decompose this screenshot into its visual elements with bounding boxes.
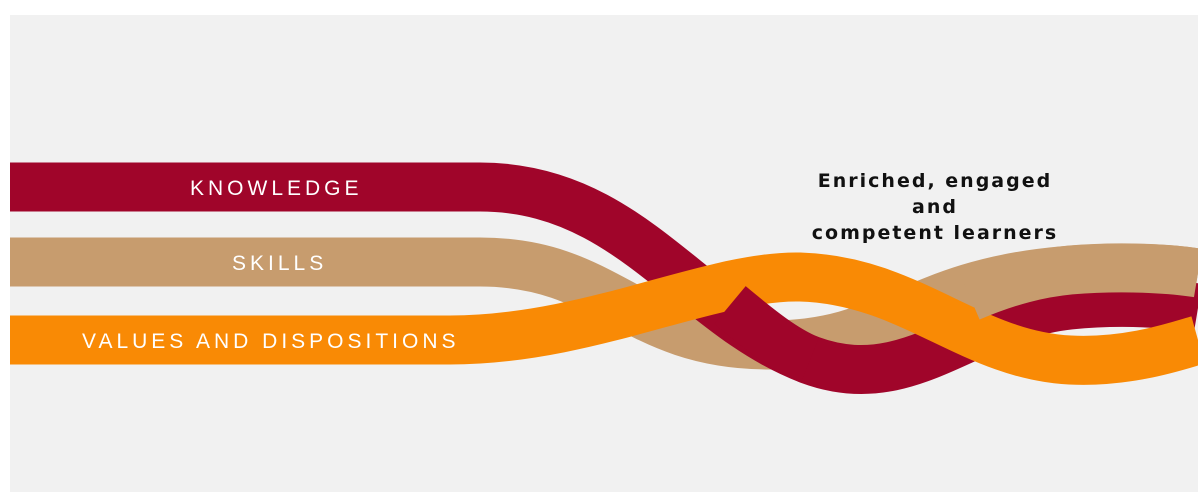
skills-strand-overlap [960, 243, 1198, 320]
skills-label: SKILLS [232, 252, 327, 275]
outcome-line-1: Enriched, engaged [817, 170, 1053, 192]
braid-diagram: KNOWLEDGE SKILLS VALUES AND DISPOSITIONS [10, 162, 1198, 394]
outcome-text: Enriched, engaged and competent learners [805, 168, 1065, 246]
outcome-line-3: competent learners [811, 222, 1059, 244]
knowledge-strand-overlap [714, 286, 820, 383]
diagram-canvas: KNOWLEDGE SKILLS VALUES AND DISPOSITIONS… [10, 15, 1198, 492]
outcome-line-2: and [912, 196, 958, 218]
knowledge-label: KNOWLEDGE [190, 177, 363, 200]
values-strand [10, 252, 1198, 385]
knowledge-strand [10, 162, 1198, 394]
values-label: VALUES AND DISPOSITIONS [82, 330, 460, 353]
